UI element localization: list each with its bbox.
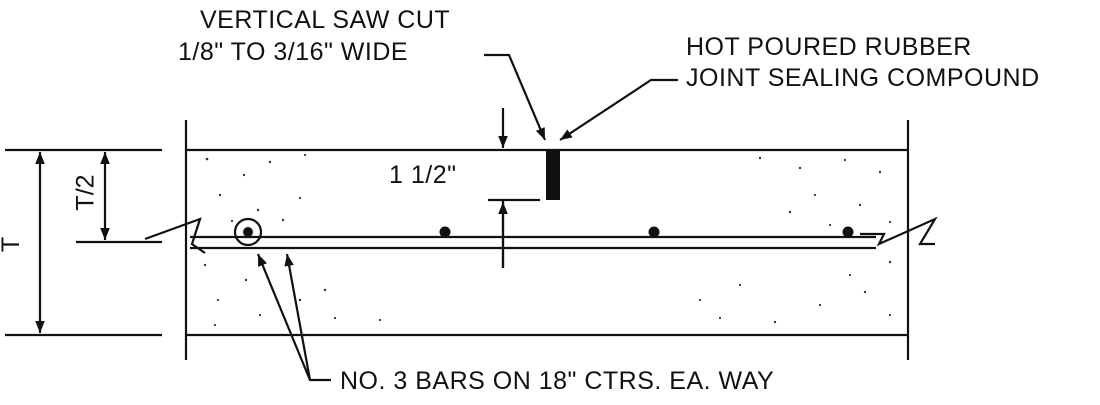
sealant-label-line-2: JOINT SEALING COMPOUND [686,64,1040,92]
right-break-line [860,216,938,247]
sealant-leader [559,78,678,141]
transverse-bar-3 [648,226,660,238]
transverse-bar-1 [243,227,253,237]
saw-cut-depth-label: 1 1/2" [389,161,457,189]
saw-cut-sealant [546,150,560,200]
thickness-label: T [0,237,25,252]
transverse-bar-2 [439,226,451,238]
highlighted-bar-circle [233,217,263,247]
sealant-label-line-1: HOT POURED RUBBER [686,33,972,61]
saw-cut-leader [484,53,547,141]
saw-cut-label-line-1: VERTICAL SAW CUT [200,6,451,34]
concrete-stipple [203,153,892,327]
bars-leader-b [284,253,312,381]
bars-leader-a [256,253,331,382]
reinforcement-note: NO. 3 BARS ON 18" CTRS. EA. WAY [340,367,775,395]
transverse-bar-4 [842,226,854,238]
half-thickness-label: T/2 [71,174,100,211]
saw-cut-label-line-2: 1/8" TO 3/16" WIDE [178,38,409,66]
